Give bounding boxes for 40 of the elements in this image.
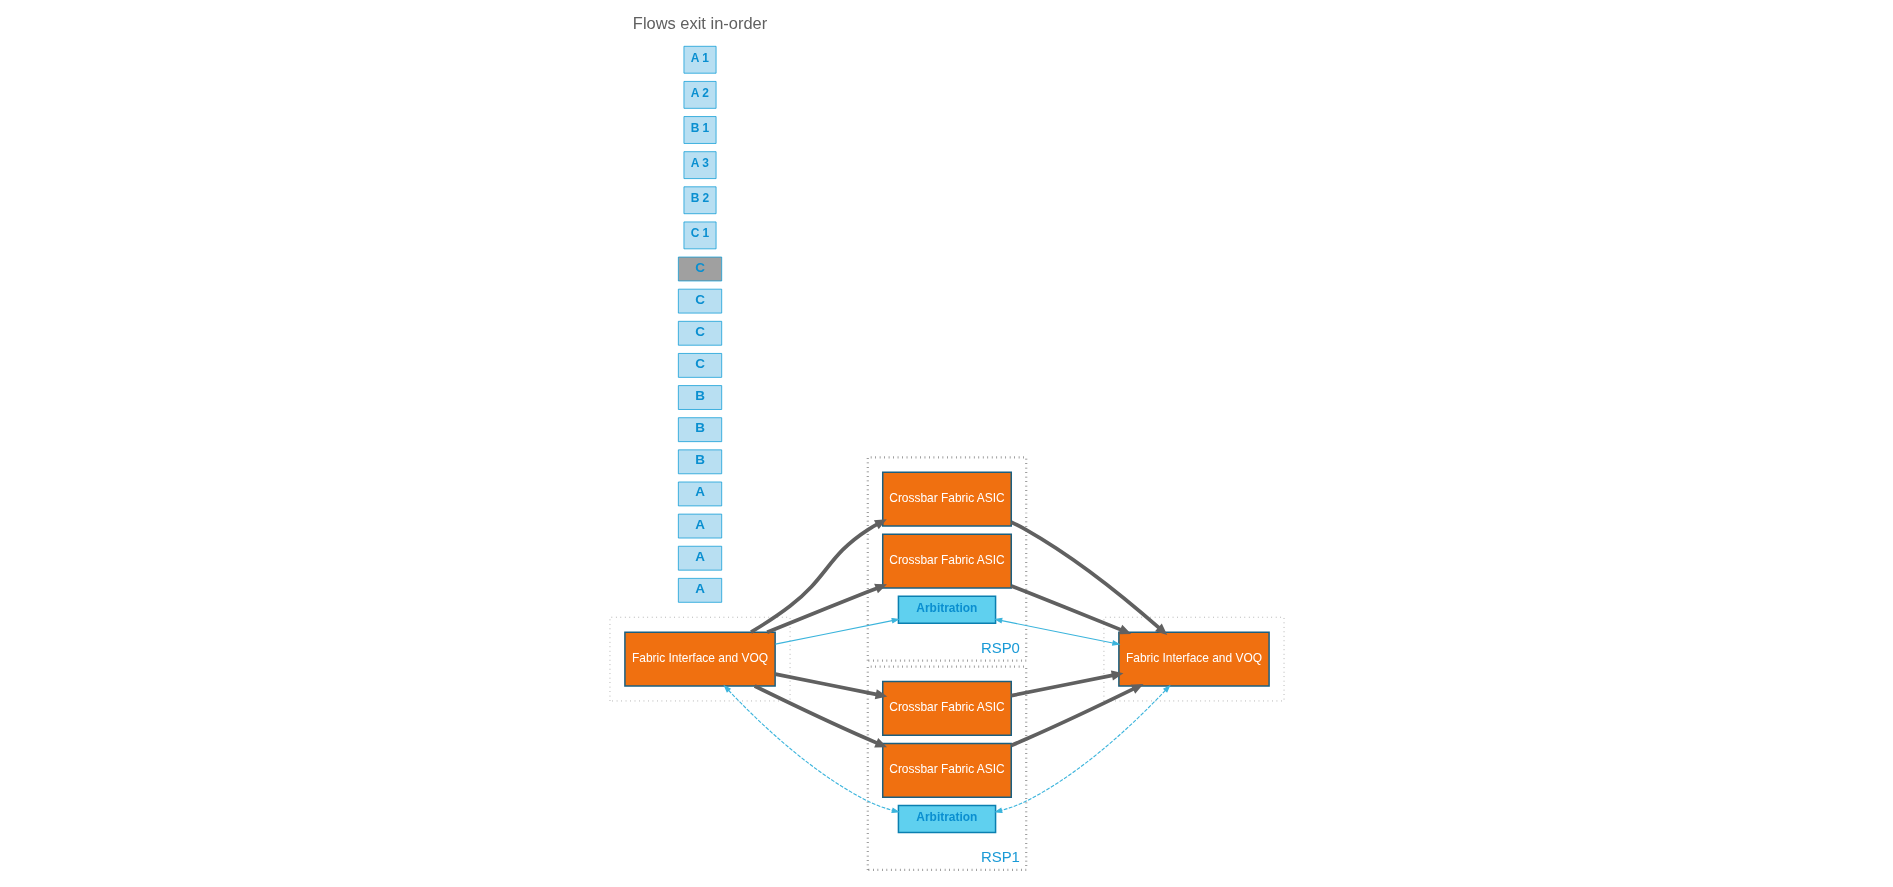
arrow bbox=[749, 519, 887, 634]
node-box: C bbox=[677, 353, 722, 378]
node-box: A 1 bbox=[683, 45, 716, 74]
node-box: Arbitration bbox=[897, 595, 996, 624]
node-box: Crossbar Fabric ASIC bbox=[881, 680, 1012, 737]
node-box: B bbox=[677, 417, 722, 442]
node-box: Crossbar Fabric ASIC bbox=[881, 471, 1012, 527]
arrow bbox=[774, 617, 900, 645]
label: Flows exit in-order bbox=[632, 13, 767, 32]
arrow bbox=[765, 583, 887, 634]
node-box: A bbox=[677, 545, 722, 571]
node-box: Fabric Interface and VOQ bbox=[1117, 631, 1270, 687]
node-box: A bbox=[677, 481, 722, 507]
node-box: Arbitration bbox=[897, 804, 996, 834]
node-box: B bbox=[677, 449, 722, 475]
arrow bbox=[1010, 683, 1143, 748]
node-box: A 2 bbox=[683, 81, 716, 109]
node-box: C bbox=[677, 288, 722, 314]
node-box: A 3 bbox=[683, 151, 716, 179]
arrow bbox=[774, 672, 887, 700]
node-box: C 1 bbox=[683, 221, 716, 250]
node-box: A bbox=[677, 578, 722, 603]
arrow bbox=[1010, 584, 1131, 635]
node-box: C bbox=[677, 256, 722, 282]
node-box: Crossbar Fabric ASIC bbox=[881, 533, 1012, 589]
cluster bbox=[1103, 616, 1284, 702]
arrow bbox=[993, 684, 1171, 813]
node-box: B 2 bbox=[683, 186, 716, 215]
node-box: Crossbar Fabric ASIC bbox=[881, 742, 1012, 799]
node-box: C bbox=[677, 320, 722, 346]
arrow bbox=[1010, 670, 1123, 698]
arrow bbox=[1010, 520, 1167, 636]
arrow bbox=[722, 684, 900, 813]
arrow bbox=[993, 617, 1121, 646]
node-box: A bbox=[677, 513, 722, 539]
node-box: Fabric Interface and VOQ bbox=[623, 631, 776, 687]
node-box: B 1 bbox=[683, 116, 716, 144]
node-box: B bbox=[677, 385, 722, 410]
arrow bbox=[753, 684, 887, 748]
cluster bbox=[609, 616, 790, 702]
